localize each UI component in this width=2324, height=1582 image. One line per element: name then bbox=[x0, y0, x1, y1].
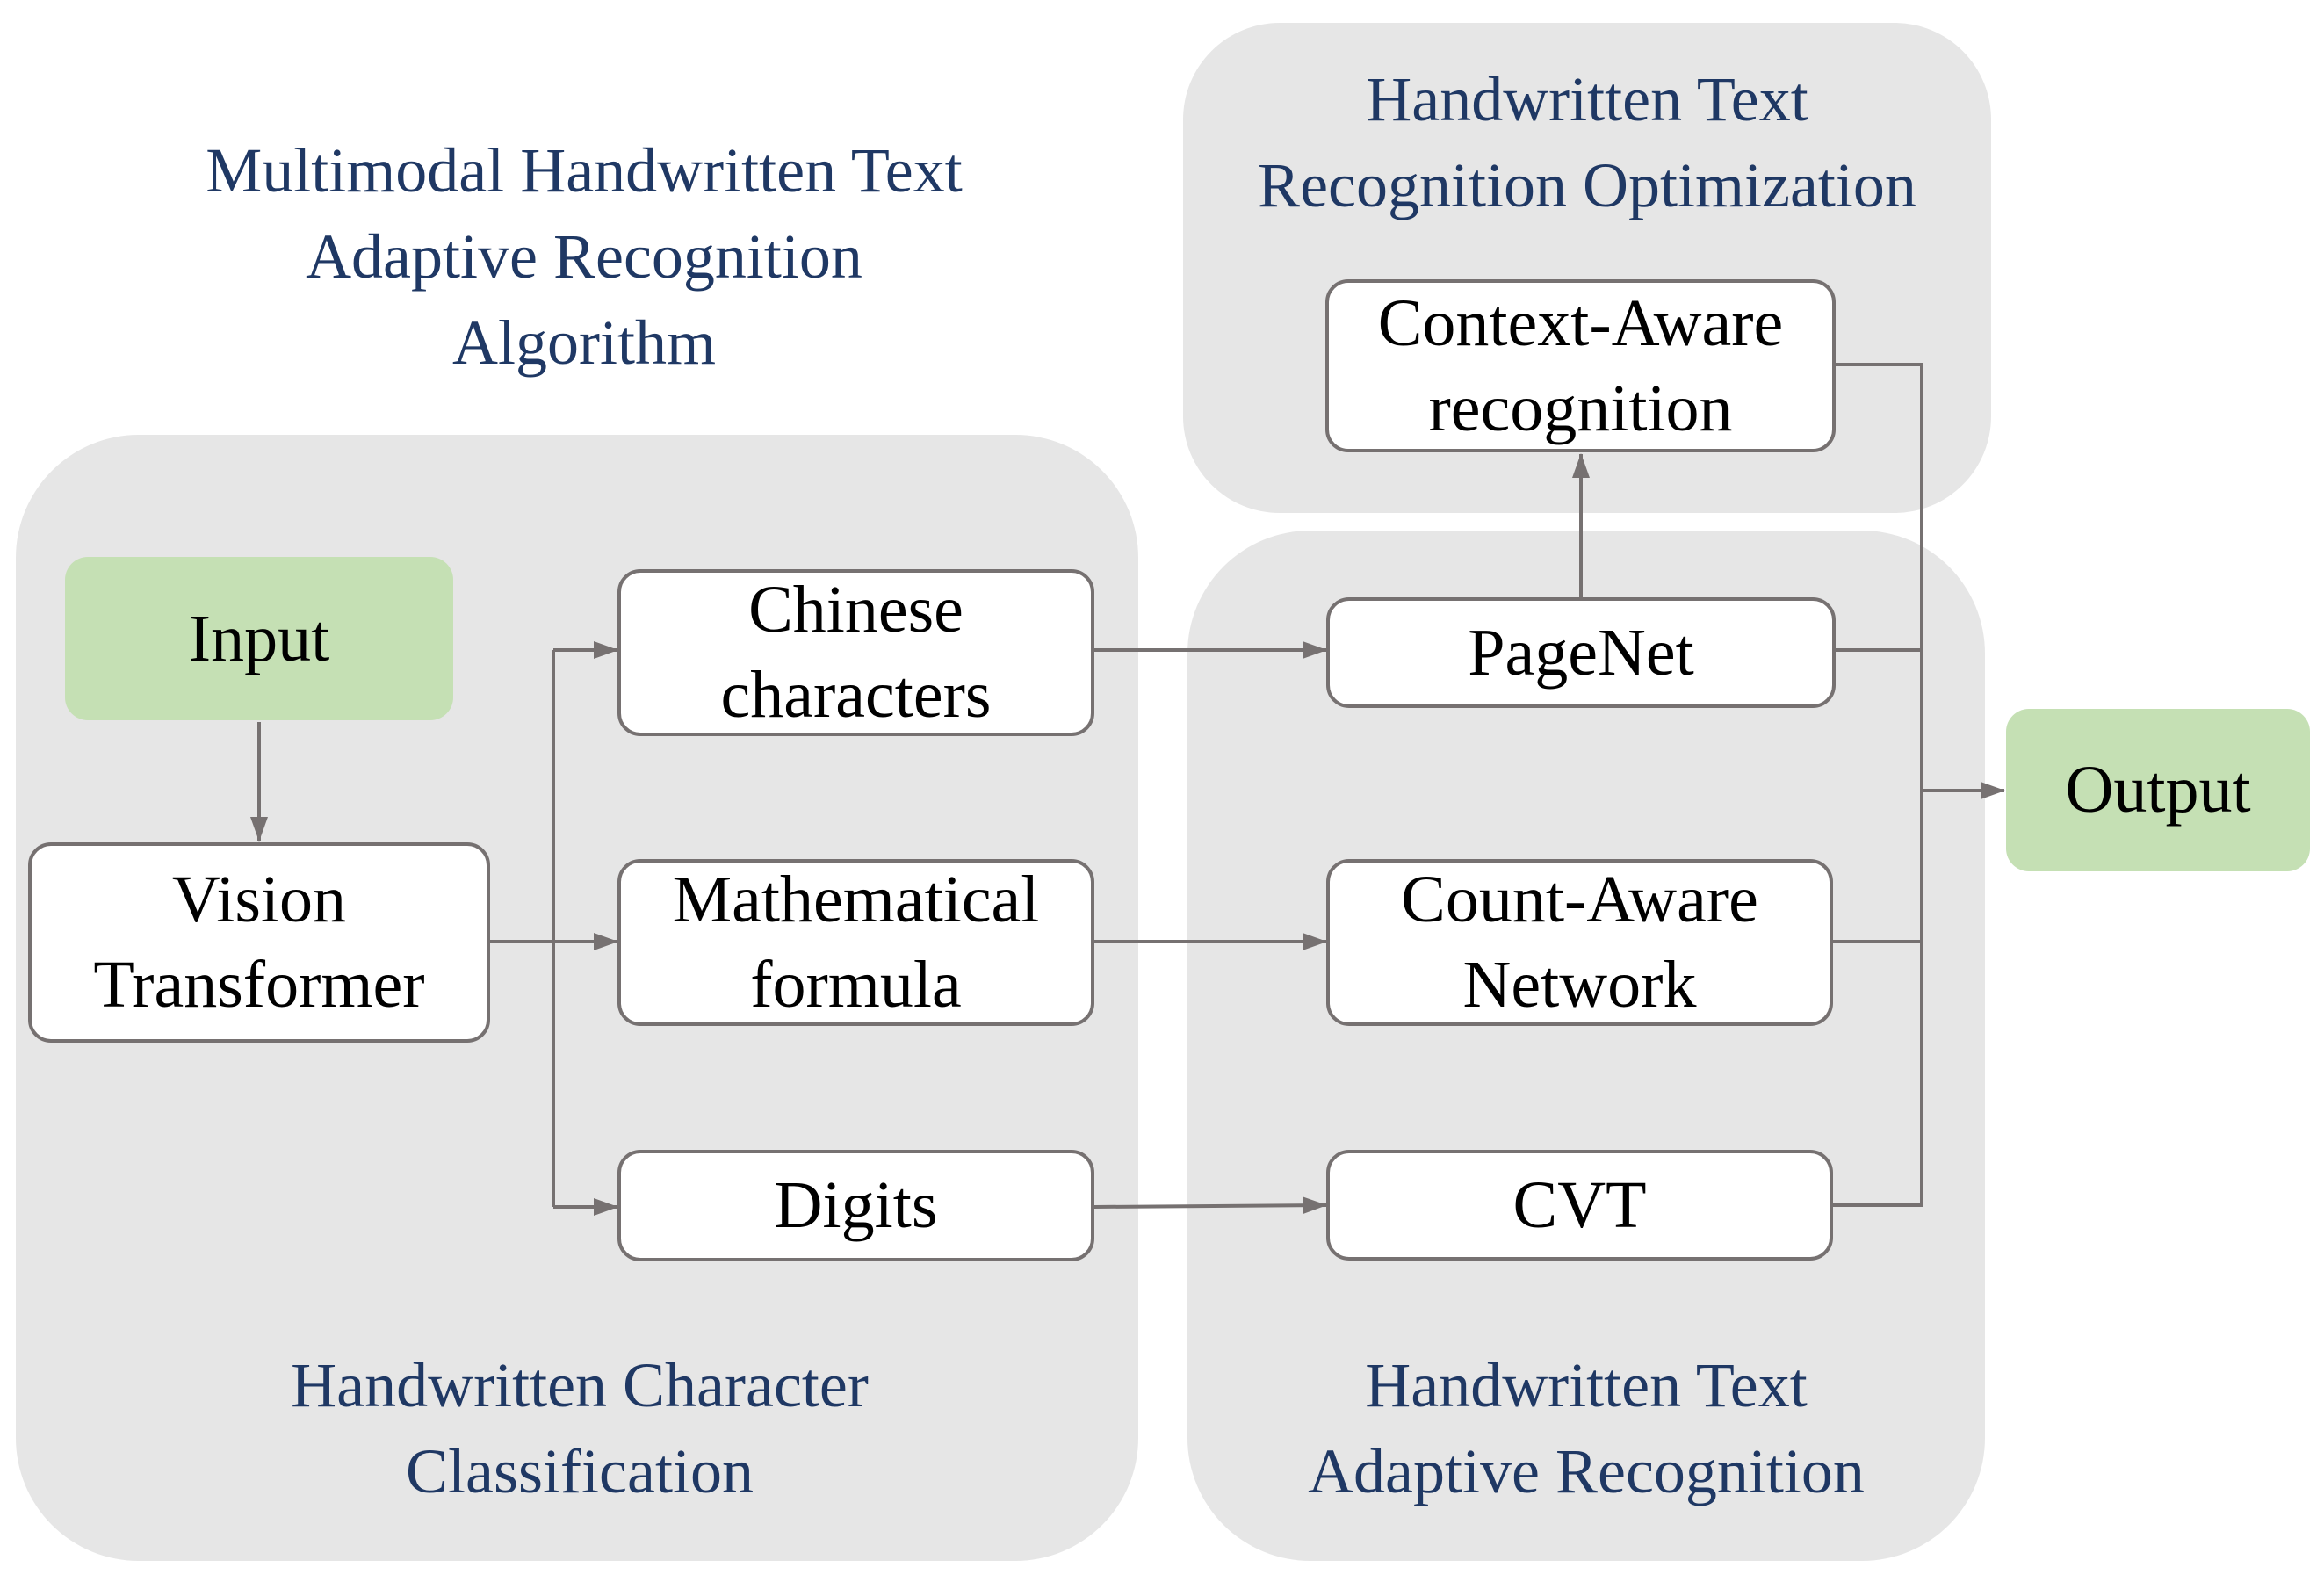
chinese-characters-node: Chinese characters bbox=[617, 569, 1094, 736]
digits-node: Digits bbox=[617, 1150, 1094, 1261]
adaptive-recognition-title: Handwritten Text Adaptive Recognition bbox=[1308, 1350, 1865, 1506]
main-title: Multimodal Handwritten Text Adaptive Rec… bbox=[206, 135, 963, 378]
pagenet-node: PageNet bbox=[1326, 597, 1836, 708]
count-aware-network-node: Count-Aware Network bbox=[1326, 859, 1833, 1026]
mathematical-formula-node: Mathematical formula bbox=[617, 859, 1094, 1026]
classification-title: Handwritten Character Classification bbox=[291, 1350, 869, 1506]
output-node: Output bbox=[2006, 709, 2310, 871]
arrow-digits-to-cvt bbox=[1093, 1196, 1327, 1215]
vision-transformer-node: Vision Transformer bbox=[28, 842, 490, 1043]
output-trunk bbox=[1833, 363, 1923, 1207]
cvt-node: CVT bbox=[1326, 1150, 1833, 1261]
input-node: Input bbox=[65, 557, 453, 720]
optimization-title: Handwritten Text Recognition Optimizatio… bbox=[1258, 64, 1916, 220]
context-aware-recognition-node: Context-Aware recognition bbox=[1325, 279, 1836, 452]
